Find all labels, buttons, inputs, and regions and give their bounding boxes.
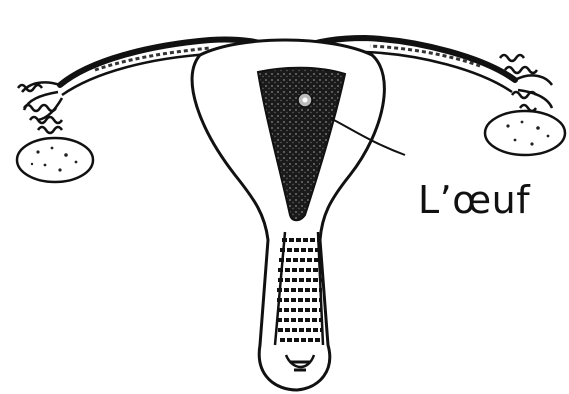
left-ovary [17, 138, 93, 182]
egg-label: L’œuf [418, 178, 530, 222]
egg-icon [298, 93, 312, 107]
right-fimbriae [500, 55, 552, 111]
left-fimbriae [18, 82, 62, 133]
right-ovary [485, 111, 565, 155]
